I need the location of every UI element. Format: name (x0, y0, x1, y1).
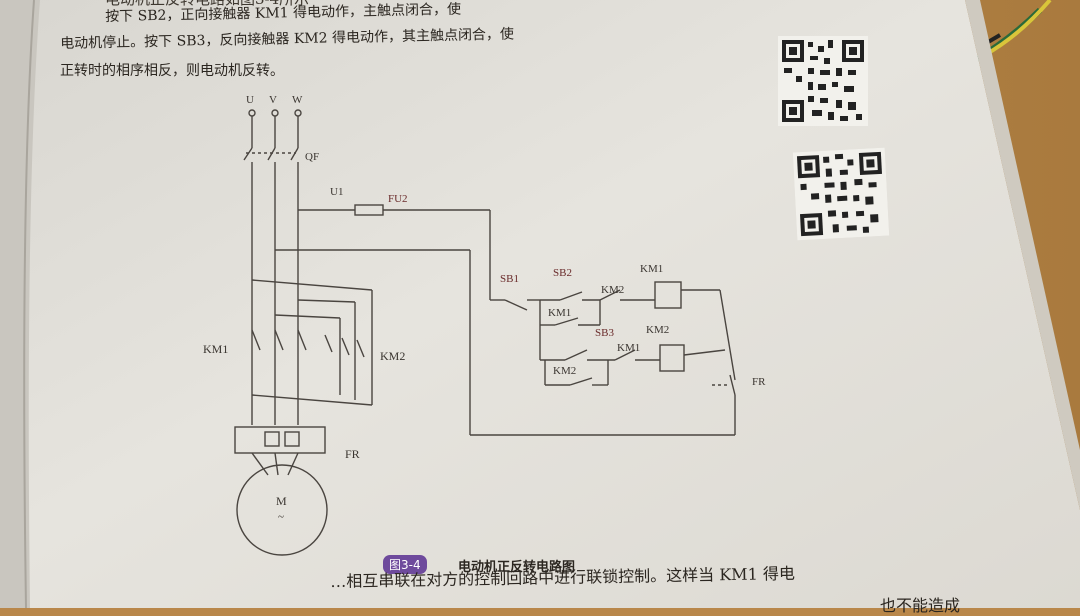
text-line-3: 正转时的相序相反，则电动机反转。 (60, 63, 284, 79)
label-motor-ac: ~ (278, 511, 284, 523)
label-V: V (269, 94, 277, 106)
figure-caption: 电动机正反转电路图 (458, 560, 576, 575)
label-KM1-nc-lower: KM1 (617, 342, 640, 354)
label-KM2-aux: KM2 (553, 365, 576, 377)
label-KM1-main: KM1 (203, 342, 228, 356)
qr-code-bottom (792, 147, 890, 241)
label-FU2: FU2 (388, 193, 408, 205)
qr-code-top (778, 36, 868, 126)
label-SB3: SB3 (595, 327, 614, 339)
label-KM2-main: KM2 (380, 349, 405, 363)
label-SB2: SB2 (553, 267, 572, 279)
text-line-0: 电动机正反转电路如图3-4所示 (105, 0, 309, 9)
text-bottom-line-2: 也不能造成 (880, 596, 961, 615)
label-U1: U1 (330, 186, 343, 198)
label-motor: M (276, 494, 287, 508)
label-FR-relay: FR (345, 447, 360, 461)
label-KM2-nc-upper: KM2 (601, 284, 624, 296)
circuit-diagram (234, 109, 736, 556)
label-QF: QF (305, 151, 319, 163)
label-KM1-aux: KM1 (548, 307, 571, 319)
book-spine (0, 0, 40, 608)
label-KM2-coil: KM2 (646, 324, 669, 336)
label-SB1: SB1 (500, 273, 519, 285)
label-KM1-coil: KM1 (640, 263, 663, 275)
figure-badge: 图3-4 (383, 555, 427, 574)
label-FR-contact: FR (752, 376, 766, 388)
label-W: W (292, 94, 303, 106)
label-U: U (246, 94, 254, 106)
page-edge (965, 0, 1080, 510)
